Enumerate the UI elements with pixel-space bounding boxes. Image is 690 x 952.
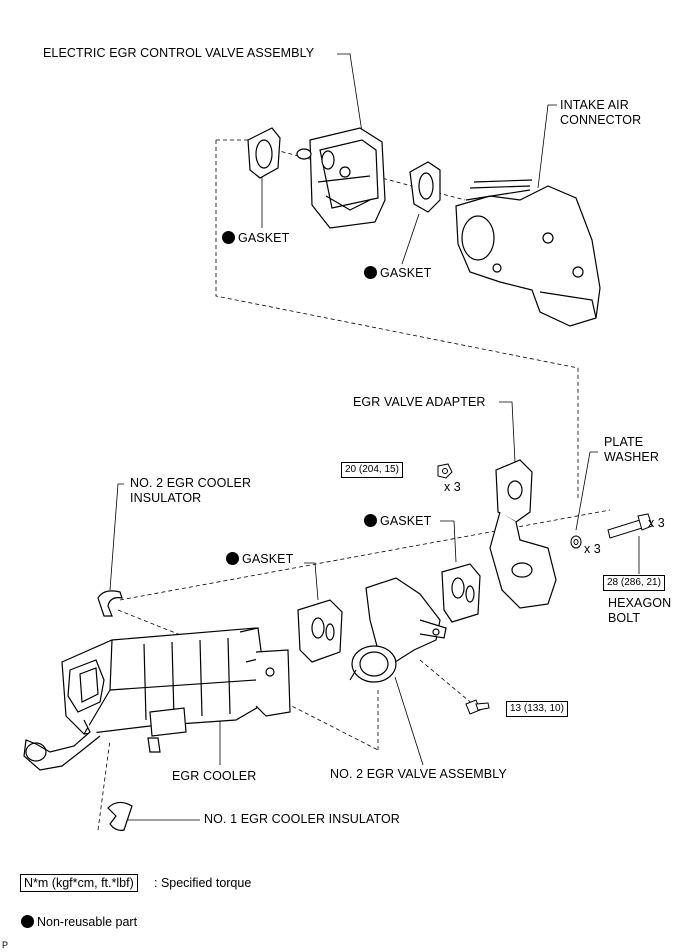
qty-nut: x 3 [444, 480, 461, 494]
qty-washer: x 3 [584, 542, 601, 556]
egr-cooler [23, 627, 291, 771]
label-gasket-lower-right: GASKET [364, 514, 431, 529]
label-intake-air-connector: INTAKE AIR CONNECTOR [560, 98, 642, 127]
non-reusable-marker-icon [226, 552, 239, 565]
non-reusable-marker-icon [364, 514, 377, 527]
label-no2-egr-valve-assembly: NO. 2 EGR VALVE ASSEMBLY [330, 767, 507, 781]
valve-bolt [465, 699, 490, 715]
legend-non-reusable: Non-reusable part [21, 914, 137, 930]
hexagon-bolt [607, 513, 653, 539]
legend-torque-description: : Specified torque [154, 876, 252, 890]
label-egr-cooler: EGR COOLER [172, 769, 257, 783]
gasket-lower-right [441, 563, 481, 623]
intake-air-connector [455, 179, 601, 327]
torque-adapter-nut: 20 (204, 15) [341, 462, 403, 478]
gasket-text: GASKET [380, 266, 432, 280]
plate-washer [570, 535, 582, 549]
label-gasket-lower-left: GASKET [226, 552, 293, 567]
gasket-top-right [409, 161, 441, 213]
corner-mark: P [2, 940, 9, 950]
non-reusable-marker-icon [364, 266, 377, 279]
gasket-text: GASKET [238, 231, 290, 245]
torque-hex-bolt: 28 (286, 21) [603, 575, 665, 591]
torque-valve-bolt: 13 (133, 10) [506, 701, 568, 717]
non-reusable-marker-icon [222, 231, 235, 244]
legend-torque-unit: N*m (kgf*cm, ft.*lbf) [20, 874, 138, 892]
label-gasket-top-left: GASKET [222, 231, 289, 246]
electric-egr-control-valve [296, 127, 386, 229]
label-electric-egr-control-valve-assembly: ELECTRIC EGR CONTROL VALVE ASSEMBLY [43, 46, 315, 60]
no2-cooler-insulator [97, 590, 123, 617]
gasket-top-left [247, 127, 281, 179]
label-hexagon-bolt: HEXAGON BOLT [608, 596, 672, 625]
egr-valve-adapter [489, 459, 557, 609]
non-reusable-marker-icon [21, 915, 34, 928]
nut [437, 463, 453, 479]
gasket-lower-left [297, 599, 343, 663]
legend-non-reusable-text: Non-reusable part [37, 915, 138, 929]
gasket-text: GASKET [242, 552, 294, 566]
label-egr-valve-adapter: EGR VALVE ADAPTER [353, 395, 486, 409]
qty-bolt: x 3 [648, 516, 665, 530]
no1-cooler-insulator [107, 801, 133, 831]
leader-lines [109, 53, 640, 821]
label-plate-washer: PLATE WASHER [604, 435, 660, 464]
label-gasket-top-right: GASKET [364, 266, 431, 281]
label-no1-egr-cooler-insulator: NO. 1 EGR COOLER INSULATOR [204, 812, 400, 826]
label-no2-egr-cooler-insulator: NO. 2 EGR COOLER INSULATOR [130, 476, 252, 505]
gasket-text: GASKET [380, 514, 432, 528]
no2-egr-valve-assembly [349, 577, 447, 683]
